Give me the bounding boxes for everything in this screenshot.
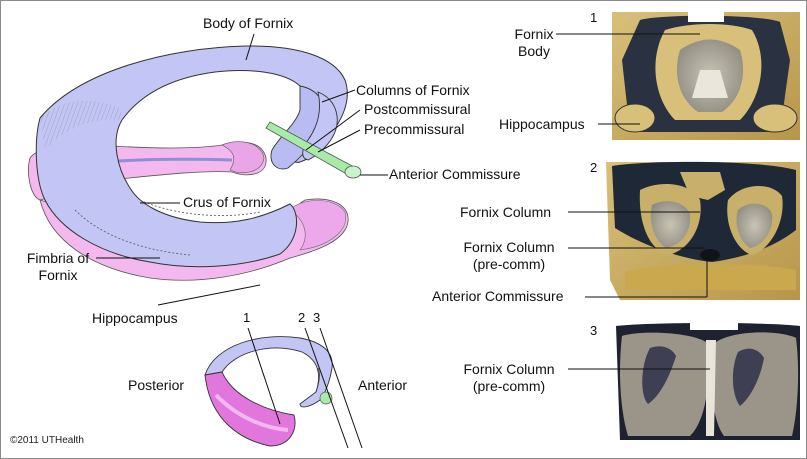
section-leader-lines (556, 33, 710, 370)
label-postcommissural: Postcommissural (364, 101, 471, 117)
fornix-3d-illustration (28, 45, 362, 281)
section-image-2 (606, 161, 800, 300)
label-fimbria-line2: Fornix (38, 267, 78, 283)
label-fornix-body-line1: Fornix (514, 26, 554, 42)
copyright-notice: ©2011 UTHealth (10, 435, 84, 446)
label-posterior: Posterior (128, 377, 185, 393)
label-columns-of-fornix: Columns of Fornix (356, 82, 470, 98)
orientation-diagram (204, 327, 363, 449)
label-hippocampus-main: Hippocampus (92, 310, 178, 326)
label-crus-of-fornix: Crus of Fornix (183, 194, 271, 210)
label-fimbria-of-fornix: Fimbria of Fornix (22, 250, 94, 284)
label-fornix-column-precomm-section2-line1: Fornix Column (463, 239, 555, 255)
label-body-of-fornix: Body of Fornix (203, 15, 294, 31)
label-fimbria-line1: Fimbria of (26, 250, 90, 266)
label-anterior: Anterior (358, 377, 408, 393)
label-fornix-column-precomm-section3-line1: Fornix Column (463, 361, 555, 377)
label-fornix-column-section2: Fornix Column (460, 204, 552, 220)
label-fornix-body-line2: Body (518, 43, 550, 59)
section-2-number: 2 (590, 160, 598, 175)
section-3-number: 3 (590, 323, 598, 338)
label-fornix-column-precomm-section3: Fornix Column (pre-comm) (455, 361, 563, 395)
fornix-body (35, 45, 348, 268)
label-fornix-column-precomm-section2-line2: (pre-comm) (472, 256, 546, 272)
diagram-number-3: 3 (313, 310, 321, 325)
anterior-commissure (265, 121, 362, 179)
label-fornix-column-precomm-section3-line2: (pre-comm) (472, 378, 546, 394)
label-fornix-column-precomm-section2: Fornix Column (pre-comm) (455, 239, 563, 273)
label-anterior-commissure-main: Anterior Commissure (389, 166, 521, 182)
section-1-number: 1 (590, 10, 598, 25)
label-precommissural: Precommissural (364, 121, 465, 137)
label-hippocampus-section1: Hippocampus (499, 116, 585, 132)
diagram-number-2: 2 (298, 310, 306, 325)
diagram-number-1: 1 (243, 310, 251, 325)
label-fornix-body: Fornix Body (504, 26, 564, 60)
section-image-1 (608, 10, 804, 142)
label-anterior-commissure-section2: Anterior Commissure (432, 288, 564, 304)
section-image-3 (616, 322, 800, 440)
main-leader-lines (96, 33, 388, 306)
